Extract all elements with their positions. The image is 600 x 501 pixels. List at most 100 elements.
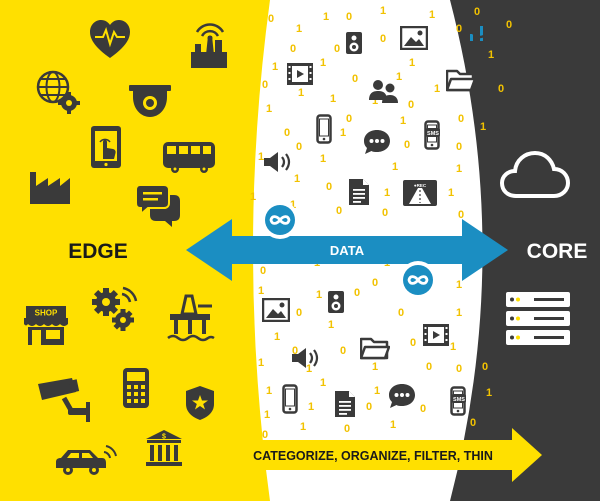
process-label: CATEGORIZE, ORGANIZE, FILTER, THIN bbox=[253, 449, 493, 463]
svg-text:1: 1 bbox=[323, 11, 329, 23]
tablet-touch-icon bbox=[91, 126, 121, 168]
svg-text:0: 0 bbox=[260, 265, 266, 277]
server-stack-icon bbox=[506, 292, 570, 345]
svg-text:1: 1 bbox=[320, 57, 326, 69]
svg-text:0: 0 bbox=[458, 113, 464, 125]
svg-text:0: 0 bbox=[420, 403, 426, 415]
phone-icon bbox=[282, 384, 298, 414]
speaker-icon bbox=[328, 291, 344, 313]
svg-text:0: 0 bbox=[352, 73, 358, 85]
svg-text:SMS: SMS bbox=[453, 397, 465, 403]
video-icon bbox=[423, 324, 449, 346]
oil-rig-icon bbox=[167, 294, 215, 342]
svg-text:1: 1 bbox=[328, 319, 334, 331]
svg-text:1: 1 bbox=[434, 83, 440, 95]
svg-text:1: 1 bbox=[400, 115, 406, 127]
svg-text:1: 1 bbox=[306, 363, 312, 375]
svg-text:0: 0 bbox=[268, 13, 274, 25]
svg-text:0: 0 bbox=[262, 79, 268, 91]
sms-phone-icon: SMS bbox=[424, 120, 440, 150]
edge-label: EDGE bbox=[68, 240, 128, 263]
svg-text:0: 0 bbox=[456, 363, 462, 375]
svg-text:1: 1 bbox=[409, 57, 415, 69]
phone-icon bbox=[316, 114, 332, 144]
svg-text:0: 0 bbox=[334, 43, 340, 55]
svg-text:0: 0 bbox=[498, 83, 504, 95]
svg-text:1: 1 bbox=[274, 331, 280, 343]
svg-text:0: 0 bbox=[366, 401, 372, 413]
svg-text:1: 1 bbox=[392, 161, 398, 173]
svg-text:1: 1 bbox=[330, 93, 336, 105]
svg-text:1: 1 bbox=[456, 307, 462, 319]
svg-text:1: 1 bbox=[450, 341, 456, 353]
svg-text:1: 1 bbox=[264, 409, 270, 421]
shop-icon: SHOP bbox=[24, 306, 68, 345]
connected-car-icon bbox=[56, 445, 117, 475]
svg-text:0: 0 bbox=[284, 127, 290, 139]
svg-text:0: 0 bbox=[408, 99, 414, 111]
shop-sign-text: SHOP bbox=[35, 309, 58, 318]
svg-text:1: 1 bbox=[486, 387, 492, 399]
svg-text:0: 0 bbox=[344, 423, 350, 435]
svg-text:0: 0 bbox=[470, 417, 476, 429]
svg-text:0: 0 bbox=[296, 307, 302, 319]
svg-text:0: 0 bbox=[456, 141, 462, 153]
svg-text:1: 1 bbox=[320, 377, 326, 389]
svg-text:1: 1 bbox=[296, 23, 302, 35]
security-camera-dome-icon bbox=[129, 85, 171, 117]
folder-icon bbox=[446, 69, 476, 92]
svg-text:1: 1 bbox=[456, 163, 462, 175]
svg-text:1: 1 bbox=[290, 199, 296, 211]
svg-text:●REC: ●REC bbox=[414, 183, 427, 188]
svg-text:0: 0 bbox=[326, 181, 332, 193]
svg-text:0: 0 bbox=[398, 307, 404, 319]
svg-text:1: 1 bbox=[340, 127, 346, 139]
infinity-icon bbox=[398, 260, 438, 300]
bank-icon: $ bbox=[146, 430, 182, 466]
svg-text:0: 0 bbox=[346, 11, 352, 23]
pos-terminal-icon bbox=[123, 368, 149, 408]
image-icon bbox=[262, 298, 290, 322]
svg-text:0: 0 bbox=[456, 23, 462, 35]
svg-text:1: 1 bbox=[316, 289, 322, 301]
svg-text:$: $ bbox=[162, 434, 166, 441]
document-icon bbox=[335, 391, 355, 417]
svg-text:0: 0 bbox=[482, 361, 488, 373]
image-icon bbox=[400, 26, 428, 50]
chat-bubbles-icon bbox=[135, 184, 180, 227]
svg-text:1: 1 bbox=[320, 153, 326, 165]
svg-text:0: 0 bbox=[506, 19, 512, 31]
svg-text:1: 1 bbox=[308, 401, 314, 413]
svg-text:0: 0 bbox=[296, 141, 302, 153]
svg-text:1: 1 bbox=[266, 103, 272, 115]
surveillance-camera-icon bbox=[38, 378, 90, 422]
speaker-icon bbox=[346, 32, 362, 54]
svg-text:0: 0 bbox=[336, 205, 342, 217]
cloud-icon bbox=[499, 150, 571, 198]
svg-text:1: 1 bbox=[480, 121, 486, 133]
svg-text:0: 0 bbox=[346, 113, 352, 125]
svg-text:1: 1 bbox=[448, 187, 454, 199]
core-label: CORE bbox=[527, 240, 588, 263]
svg-text:0: 0 bbox=[372, 277, 378, 289]
document-icon bbox=[349, 179, 369, 205]
svg-text:0: 0 bbox=[474, 6, 480, 18]
svg-text:1: 1 bbox=[266, 385, 272, 397]
svg-text:1: 1 bbox=[272, 61, 278, 73]
heart-monitor-icon bbox=[90, 20, 130, 58]
edge-zone-background bbox=[0, 0, 270, 501]
process-arrow bbox=[235, 428, 542, 482]
police-badge-icon bbox=[186, 386, 214, 420]
svg-text:1: 1 bbox=[300, 421, 306, 433]
sms-phone-icon: SMS bbox=[450, 386, 466, 416]
svg-text:1: 1 bbox=[294, 173, 300, 185]
svg-text:0: 0 bbox=[262, 429, 268, 441]
svg-text:1: 1 bbox=[372, 95, 378, 107]
globe-gear-icon bbox=[36, 70, 80, 114]
dashcam-icon: ●REC bbox=[403, 180, 437, 206]
svg-text:1: 1 bbox=[396, 71, 402, 83]
svg-text:0: 0 bbox=[292, 345, 298, 357]
svg-text:0: 0 bbox=[354, 287, 360, 299]
svg-text:0: 0 bbox=[458, 209, 464, 221]
